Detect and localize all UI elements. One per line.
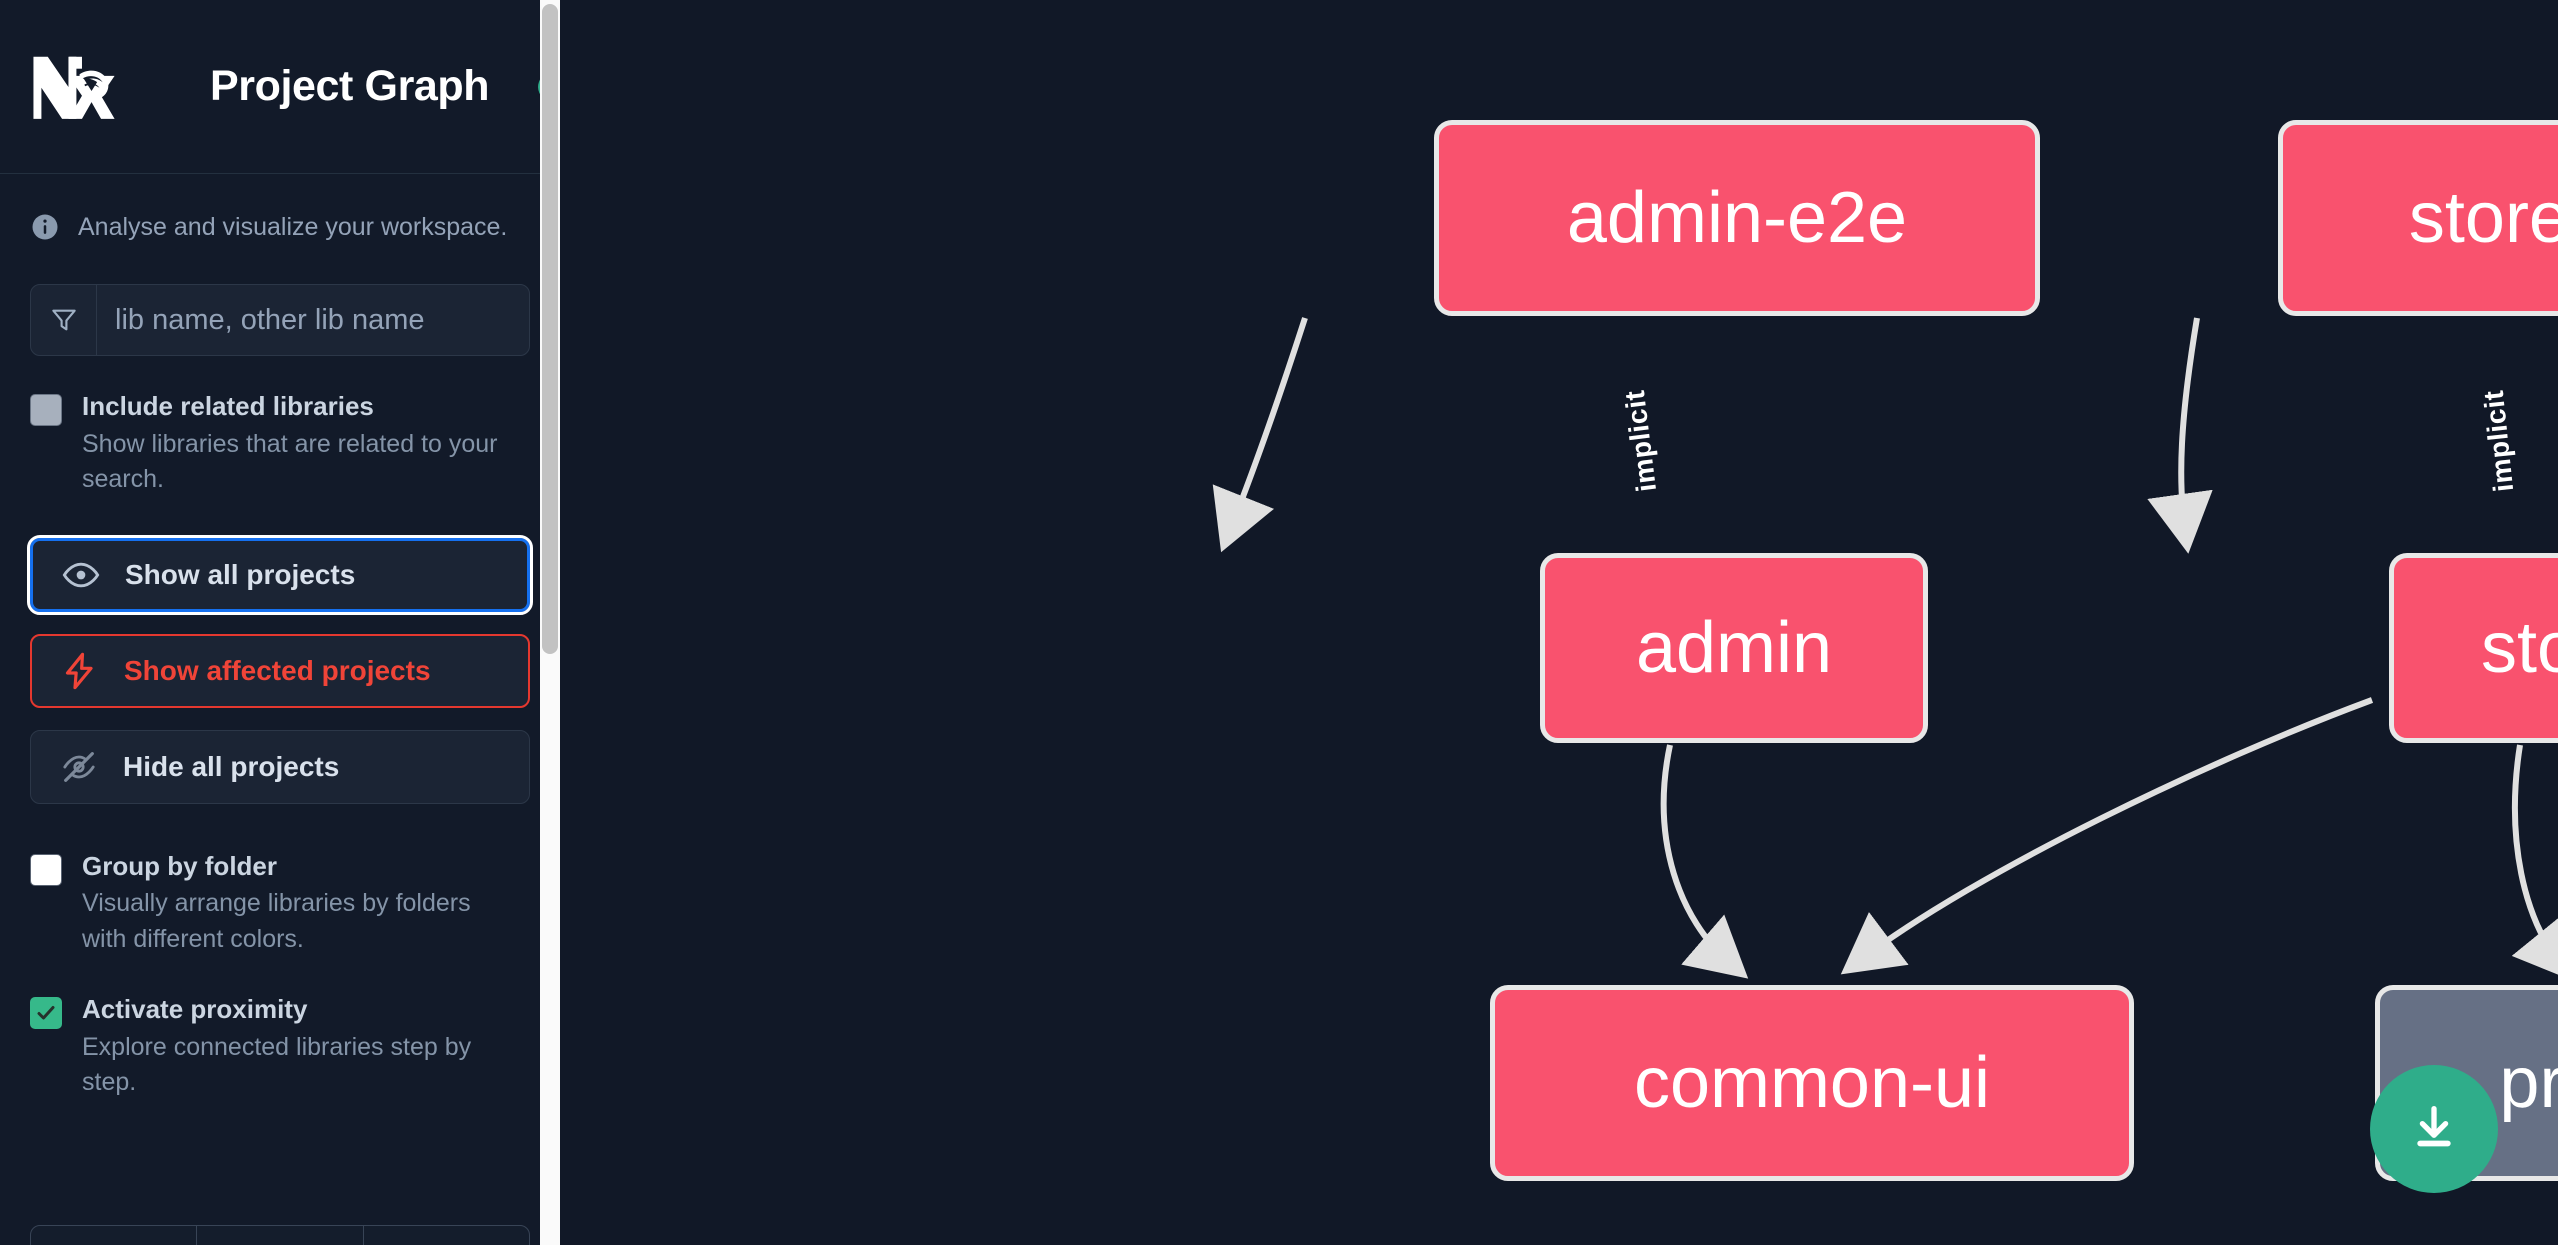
graph-node-common-ui[interactable]: common-ui (1490, 985, 2134, 1181)
option-label: Group by folder (82, 850, 277, 881)
workspace-info: Analyse and visualize your workspace. (0, 174, 560, 242)
node-label: products (2499, 1043, 2558, 1123)
segment-1[interactable] (31, 1226, 198, 1245)
edge-admin-e2e-admin (1212, 317, 1308, 553)
node-label: common-ui (1633, 1043, 1991, 1123)
page-title: Project Graph (210, 62, 490, 110)
graph-node-admin[interactable]: admin (1540, 553, 1928, 743)
layout-segmented-control[interactable] (30, 1225, 530, 1245)
button-label: Show affected projects (124, 654, 431, 686)
show-affected-projects-button[interactable]: Show affected projects (30, 633, 530, 708)
option-description: Show libraries that are related to your … (82, 429, 498, 494)
segment-3[interactable] (364, 1226, 529, 1245)
search-input[interactable] (97, 285, 529, 355)
button-label: Show all projects (125, 558, 356, 590)
funnel-icon (31, 285, 97, 355)
graph-canvas[interactable]: implicit implicit admin-e2e store-e2e ad… (560, 0, 2558, 1245)
option-activate-proximity[interactable]: Activate proximity Explore connected lib… (30, 993, 530, 1101)
nx-logo-icon (30, 52, 126, 122)
option-label: Activate proximity (82, 994, 308, 1024)
node-label: admin-e2e (1566, 178, 1908, 258)
hide-all-projects-button[interactable]: Hide all projects (30, 729, 530, 804)
option-group-by-folder[interactable]: Group by folder Visually arrange librari… (30, 850, 530, 958)
checkbox-activate-proximity[interactable] (30, 997, 62, 1029)
info-circle-icon (30, 212, 60, 242)
sidebar-scrollbar[interactable] (540, 0, 560, 1245)
segment-2[interactable] (197, 1226, 364, 1245)
checkbox-include-related-libraries[interactable] (30, 394, 62, 426)
eye-slash-icon (59, 747, 99, 787)
option-include-related-libraries[interactable]: Include related libraries Show libraries… (30, 390, 530, 498)
edge-admin-common-ui (1660, 744, 1749, 979)
sidebar: Project Graph Analyse and visualize your… (0, 0, 560, 1245)
edge-store-e2e-store (2147, 317, 2213, 554)
show-all-projects-button[interactable]: Show all projects (27, 534, 533, 615)
download-icon (2405, 1099, 2463, 1160)
option-label: Include related libraries (82, 391, 374, 421)
filter-row (30, 284, 530, 356)
eye-icon (61, 555, 101, 595)
button-label: Hide all projects (123, 750, 340, 782)
node-label: store (2480, 608, 2558, 688)
option-description: Visually arrange libraries by folders wi… (82, 889, 471, 953)
download-graph-button[interactable] (2370, 1065, 2498, 1193)
node-label: admin (1635, 608, 1833, 688)
visibility-button-group: Show all projects Show affected projects (27, 534, 533, 804)
graph-node-store[interactable]: store (2389, 553, 2558, 743)
edge-store-common-ui (1840, 697, 2374, 975)
edge-label-implicit-admin: implicit (1618, 388, 1663, 494)
checkbox-group-by-folder[interactable] (30, 853, 62, 886)
sidebar-scrollbar-thumb[interactable] (542, 4, 558, 654)
sidebar-body: Include related libraries Show libraries… (0, 284, 560, 1101)
node-label: store-e2e (2408, 178, 2558, 258)
workspace-info-text: Analyse and visualize your workspace. (78, 212, 508, 241)
edge-store-products (2511, 744, 2558, 982)
sidebar-header: Project Graph (0, 0, 560, 174)
edge-label-implicit-store: implicit (2477, 388, 2520, 494)
lightning-icon (60, 651, 100, 691)
graph-node-store-e2e[interactable]: store-e2e (2278, 120, 2558, 316)
graph-node-admin-e2e[interactable]: admin-e2e (1434, 120, 2040, 316)
option-description: Explore connected libraries step by step… (82, 1032, 472, 1097)
